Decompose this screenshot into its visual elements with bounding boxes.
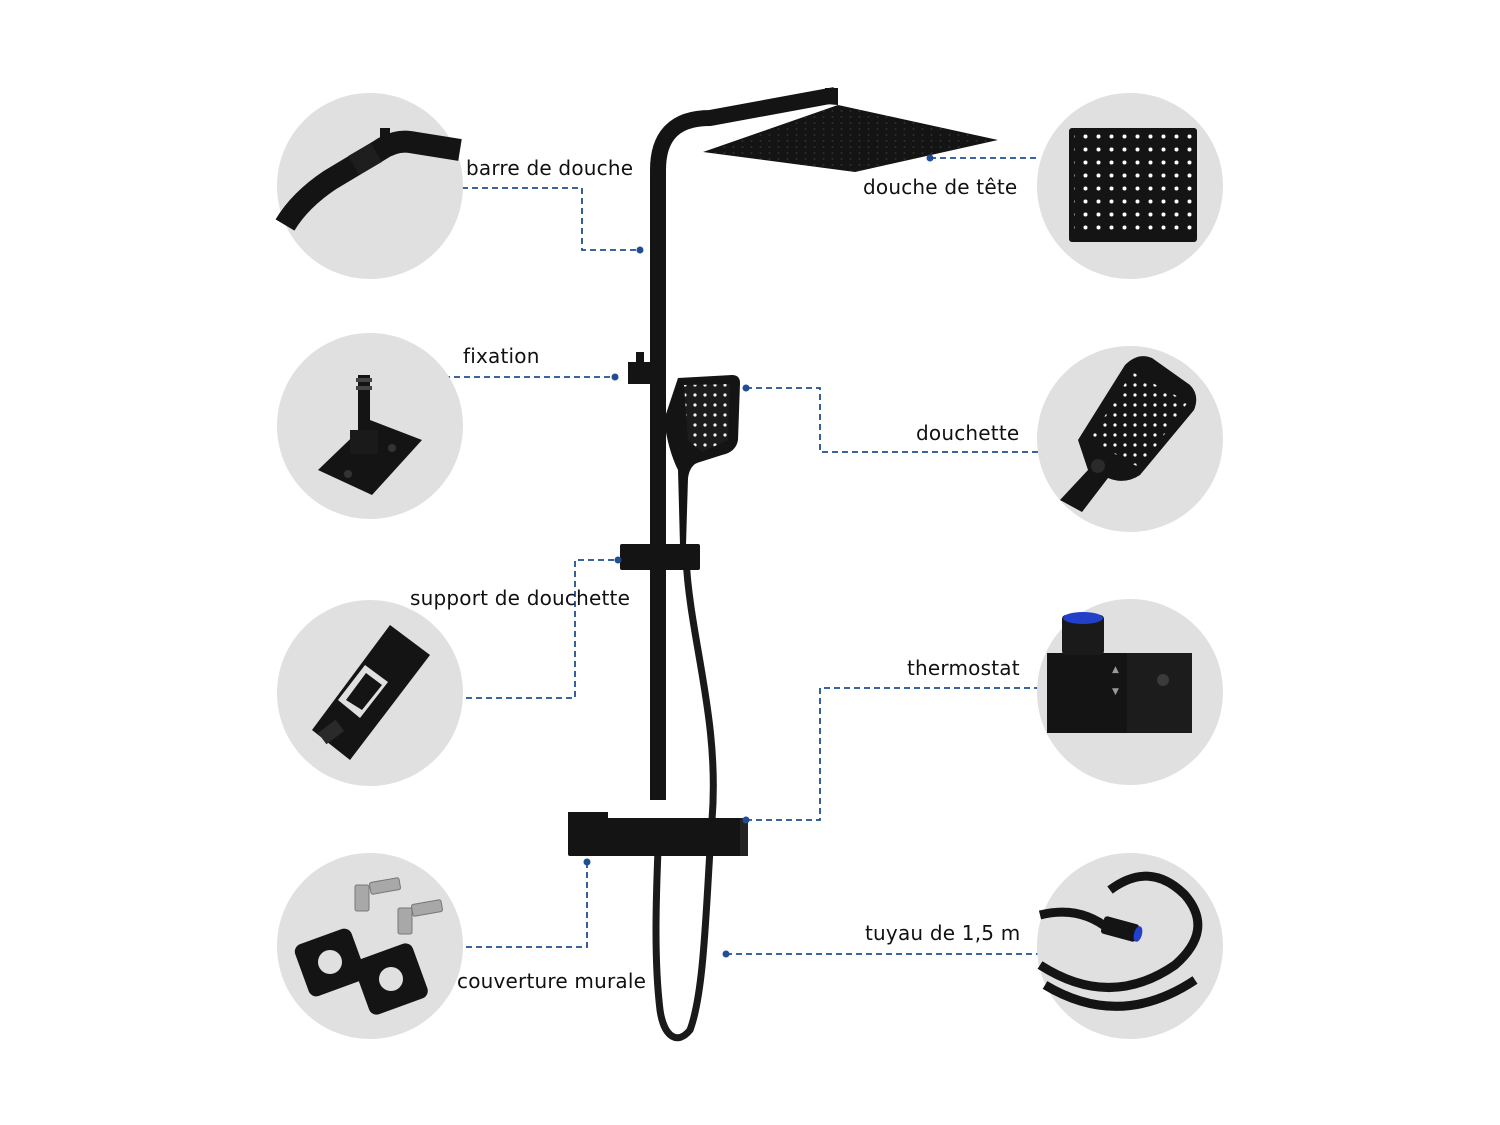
leader-douchette: [746, 387, 1038, 453]
label-fixation: fixation: [463, 344, 540, 368]
leader-couverture: [466, 862, 588, 948]
shower-bar-detail-icon: [275, 93, 463, 279]
wall-fixation-detail-icon: [277, 333, 463, 519]
hose: [652, 557, 717, 1042]
label-support-de-douchette: support de douchette: [410, 586, 631, 610]
svg-text:▲: ▲: [1112, 665, 1119, 675]
label-tuyau: tuyau de 1,5 m: [865, 921, 1021, 945]
thermostat-body: [568, 812, 748, 856]
wall-cover-detail-icon: [277, 853, 463, 1039]
thermostat-detail-icon: ▲ ▼: [1037, 599, 1223, 785]
shower-column: [568, 87, 998, 1042]
upper-arm: [650, 87, 837, 800]
label-douche-de-tete: douche de tête: [863, 175, 1018, 199]
leader-barre: [462, 187, 640, 251]
label-couverture-murale: couverture murale: [457, 969, 647, 993]
label-barre-de-douche: barre de douche: [466, 156, 634, 180]
column-fixation: [628, 362, 652, 384]
leader-lines: [444, 157, 1040, 955]
leader-thermostat: [746, 687, 1038, 821]
column-holder: [620, 544, 700, 570]
label-thermostat: thermostat: [907, 656, 1020, 680]
handshower-holder-detail-icon: [277, 600, 463, 786]
head-shower-detail-icon: [1037, 93, 1223, 279]
leader-dots: [583, 154, 934, 958]
hand-shower: [664, 375, 740, 545]
label-douchette: douchette: [916, 421, 1020, 445]
leader-support: [466, 559, 618, 699]
hose-detail-icon: [1037, 853, 1223, 1039]
handshower-detail-icon: [1037, 346, 1223, 532]
svg-text:▼: ▼: [1112, 687, 1119, 697]
